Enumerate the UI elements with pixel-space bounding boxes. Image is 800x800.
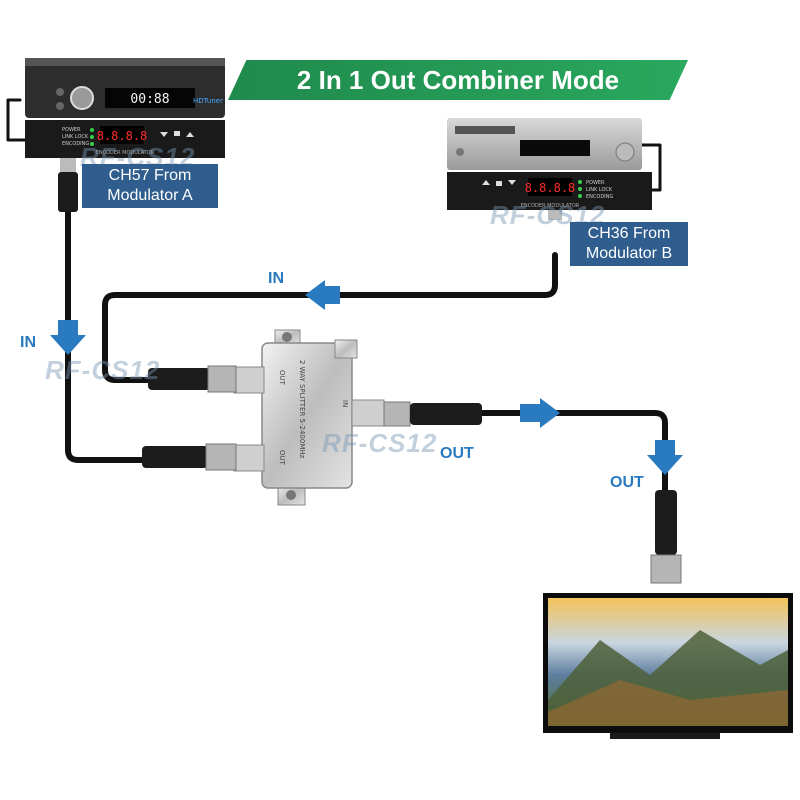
svg-text:LINK LOCK: LINK LOCK: [586, 187, 613, 193]
splitter-port-bottom: [233, 444, 265, 472]
receiver-a-knob: [70, 86, 94, 110]
svg-text:POWER: POWER: [586, 180, 605, 186]
cable-from-modulator-b: [102, 252, 558, 383]
tv-stand: [610, 733, 720, 739]
arrow-left-top-icon: [305, 280, 340, 310]
combiner-splitter: 2 WAY SPLITTER 5-2400MHz IN OUT OUT: [233, 329, 385, 506]
modulator-a-display: [100, 126, 144, 144]
coax-connectors: [142, 365, 682, 584]
modulator-a-label-line1: CH57 From: [108, 167, 192, 184]
modulator-a-display-text: 8.8.8.8: [97, 129, 148, 143]
svg-text:IN: IN: [341, 400, 349, 407]
label-in-left: IN: [20, 334, 36, 351]
page-title: 2 In 1 Out Combiner Mode: [296, 65, 620, 95]
television: [543, 593, 793, 739]
svg-text:POWER: POWER: [62, 127, 81, 133]
flow-arrows: [50, 280, 683, 475]
modulator-a-label-line2: Modulator A: [107, 187, 193, 204]
watermark-3: RF-CS12: [45, 355, 161, 385]
splitter-text: 2 WAY SPLITTER 5-2400MHz: [298, 360, 306, 459]
modulator-b-loop: [638, 143, 662, 192]
arrow-down-left-icon: [50, 320, 86, 355]
splitter-body: [261, 342, 353, 489]
cable-out-to-tv: [477, 410, 668, 493]
svg-text:ENCODER MODULATOR: ENCODER MODULATOR: [96, 150, 155, 156]
svg-text:ENCODER MODULATOR: ENCODER MODULATOR: [521, 203, 580, 209]
modulator-a-device: 00:88 HDTuner POWER LINK LOCK ENCODING 8…: [25, 58, 225, 212]
svg-text:OUT: OUT: [278, 370, 286, 386]
modulator-b-device: 8.8.8.8 POWER LINK LOCK ENCODING ENCODER…: [447, 118, 652, 220]
cables: [6, 98, 668, 493]
modulator-b-display: [528, 178, 572, 196]
svg-text:ENCODING: ENCODING: [62, 141, 89, 147]
splitter-port-top: [233, 366, 265, 394]
modulator-b-label: CH36 From Modulator B: [570, 222, 688, 266]
label-in-top: IN: [268, 270, 284, 287]
modulator-a-loop: [6, 98, 28, 142]
svg-text:LINK LOCK: LINK LOCK: [62, 134, 89, 140]
modulator-b-label-line1: CH36 From: [587, 225, 671, 242]
arrow-right-mid-icon: [520, 398, 560, 428]
modulator-b-display-text: 8.8.8.8: [525, 181, 576, 195]
receiver-a-display-text: 00:88: [130, 92, 169, 107]
receiver-a-display: [105, 88, 195, 108]
modulator-a-label: CH57 From Modulator A: [82, 164, 218, 208]
svg-text:OUT: OUT: [278, 450, 286, 466]
label-out-mid: OUT: [440, 445, 474, 462]
svg-text:ENCODING: ENCODING: [586, 194, 613, 200]
arrow-down-right-icon: [647, 440, 683, 475]
watermark-4: RF-CS12: [322, 428, 438, 458]
cable-from-modulator-a: [65, 207, 153, 463]
label-out-right: OUT: [610, 474, 644, 491]
modulator-b-label-line2: Modulator B: [585, 245, 673, 262]
receiver-a-brand: HDTuner: [193, 97, 223, 105]
title-banner: [228, 60, 688, 100]
splitter-port-right: [351, 399, 385, 427]
